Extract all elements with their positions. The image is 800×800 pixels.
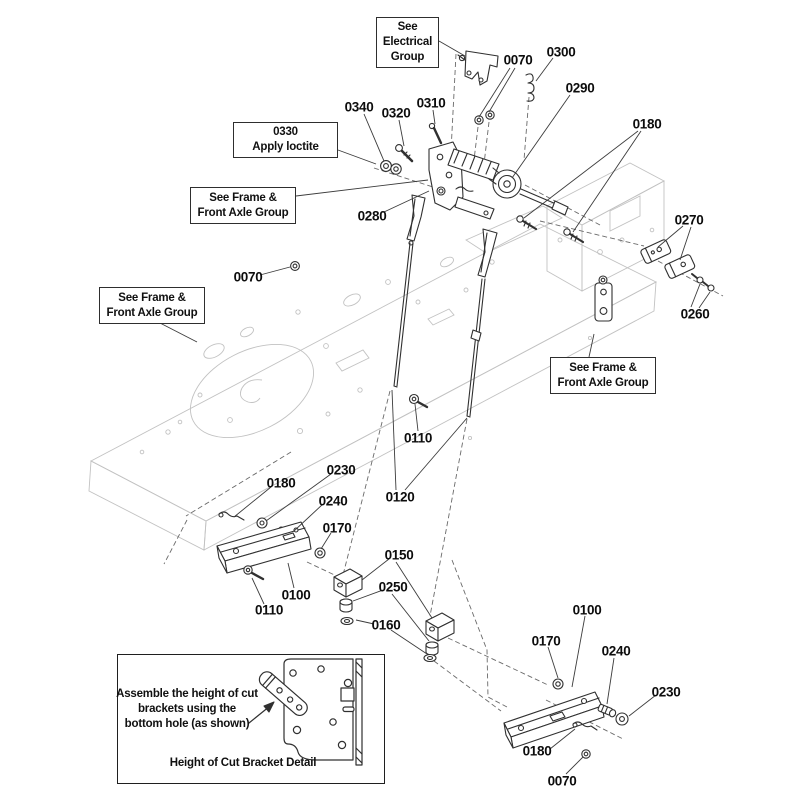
link-plate [594,275,613,322]
lift-rod-right [466,278,486,418]
detail-note: Assemble the height of cut brackets usin… [112,687,262,733]
lift-arm-left [406,194,426,242]
part-label-0160-21: 0160 [371,617,401,633]
part-label-0280-7: 0280 [357,208,387,224]
screws-0260 [691,273,715,292]
washers-0340 [380,160,402,175]
washer-0230-left [256,517,268,529]
part-label-0110-11: 0110 [403,430,433,446]
detail-arrow [248,701,275,724]
part-label-0150-19: 0150 [384,547,414,563]
callout-line: See Frame & [118,291,186,304]
nut-0170-left [314,547,326,559]
lift-arm-right [477,228,498,278]
part-label-0180-26: 0180 [522,743,552,759]
part-label-0230-25: 0230 [651,684,681,700]
callout-line: 0330 [273,126,298,139]
lift-shaft-assembly [428,141,569,220]
callout-line: See Frame & [209,191,277,204]
electrical-bracket [457,50,499,86]
leader-lines [159,40,711,775]
part-label-0240-15: 0240 [318,493,348,509]
part-label-0300-1: 0300 [546,44,576,60]
callout-line: Front Axle Group [557,376,649,389]
lift-rod-left [393,240,414,388]
clamp-group-0270 [640,239,696,279]
bolt-0320 [395,144,414,163]
part-label-0340-5: 0340 [344,99,374,115]
detail-note-line: brackets using the [137,703,236,716]
part-label-0320-4: 0320 [381,105,411,121]
nut-0070-bottom [581,749,591,759]
hook-pin-0180-left [218,511,245,521]
callout-see-frame-front-axle-right: See Frame & Front Axle Group [550,357,656,394]
part-label-0170-23: 0170 [531,633,561,649]
part-label-0260-9: 0260 [680,306,710,322]
part-label-0180-14: 0180 [266,475,296,491]
bolt-0180-upper-b [563,228,585,244]
hoc-bracket-left [216,521,312,574]
hoc-bracket-right [503,691,605,749]
nut-0070-b [485,110,495,120]
detail-plate [283,658,363,766]
bushing-0250-right [425,641,439,656]
nut-0070-mid [290,261,300,271]
callout-line: Front Axle Group [106,306,198,319]
spacer-bolt-0240-right [597,703,617,718]
detail-caption: Height of Cut Bracket Detail [169,757,317,769]
part-label-0270-8: 0270 [674,212,704,228]
part-label-0070-10: 0070 [233,269,263,285]
callout-see-frame-front-axle-left: See Frame & Front Axle Group [99,287,205,324]
shoulder-bolt-0110-top [408,393,429,409]
washer-0230-right [615,712,629,726]
trunnion-left-0150 [333,568,363,598]
callout-see-frame-front-axle-top: See Frame & Front Axle Group [190,187,296,224]
detail-bracket [258,671,308,717]
part-label-0120-12: 0120 [385,489,415,505]
callout-line: Electrical [382,36,433,49]
hook-pin-0180-right [572,721,598,731]
callout-line: See Frame & [569,361,637,374]
callout-line: Group [390,50,425,63]
bolt-0180-upper-a [516,215,538,231]
part-label-0110-18: 0110 [254,602,284,618]
callout-line: Front Axle Group [197,206,289,219]
part-label-0100-22: 0100 [572,602,602,618]
bushing-0250-left [339,598,353,613]
part-label-0250-20: 0250 [378,579,408,595]
washer-0160-left [340,616,354,626]
alignment-dashed-lines [163,53,724,740]
trunnion-right-0150 [425,612,455,642]
spring-clip-0300 [525,73,535,102]
height-of-cut-detail-panel [117,654,385,784]
bolt-0310 [428,122,443,145]
nut-0170-right [552,678,564,690]
part-label-0170-16: 0170 [322,520,352,536]
detail-note-line: bottom hole (as shown) [124,718,250,731]
detail-note-line: Assemble the height of cut [116,688,258,700]
part-label-0240-24: 0240 [601,643,631,659]
bolt-0110-left [243,565,265,581]
washer-0160-right [423,653,437,663]
callout-line: Apply loctite [252,141,319,153]
part-label-0070-0: 0070 [503,52,533,68]
part-label-0290-2: 0290 [565,80,595,96]
part-label-0070-27: 0070 [547,773,577,789]
nut-0070-a [474,115,484,125]
part-label-0100-17: 0100 [281,587,311,603]
callout-line: See [397,21,418,34]
part-label-0230-13: 0230 [326,462,356,478]
part-label-0310-3: 0310 [416,95,446,111]
part-label-0180-6: 0180 [632,116,662,132]
